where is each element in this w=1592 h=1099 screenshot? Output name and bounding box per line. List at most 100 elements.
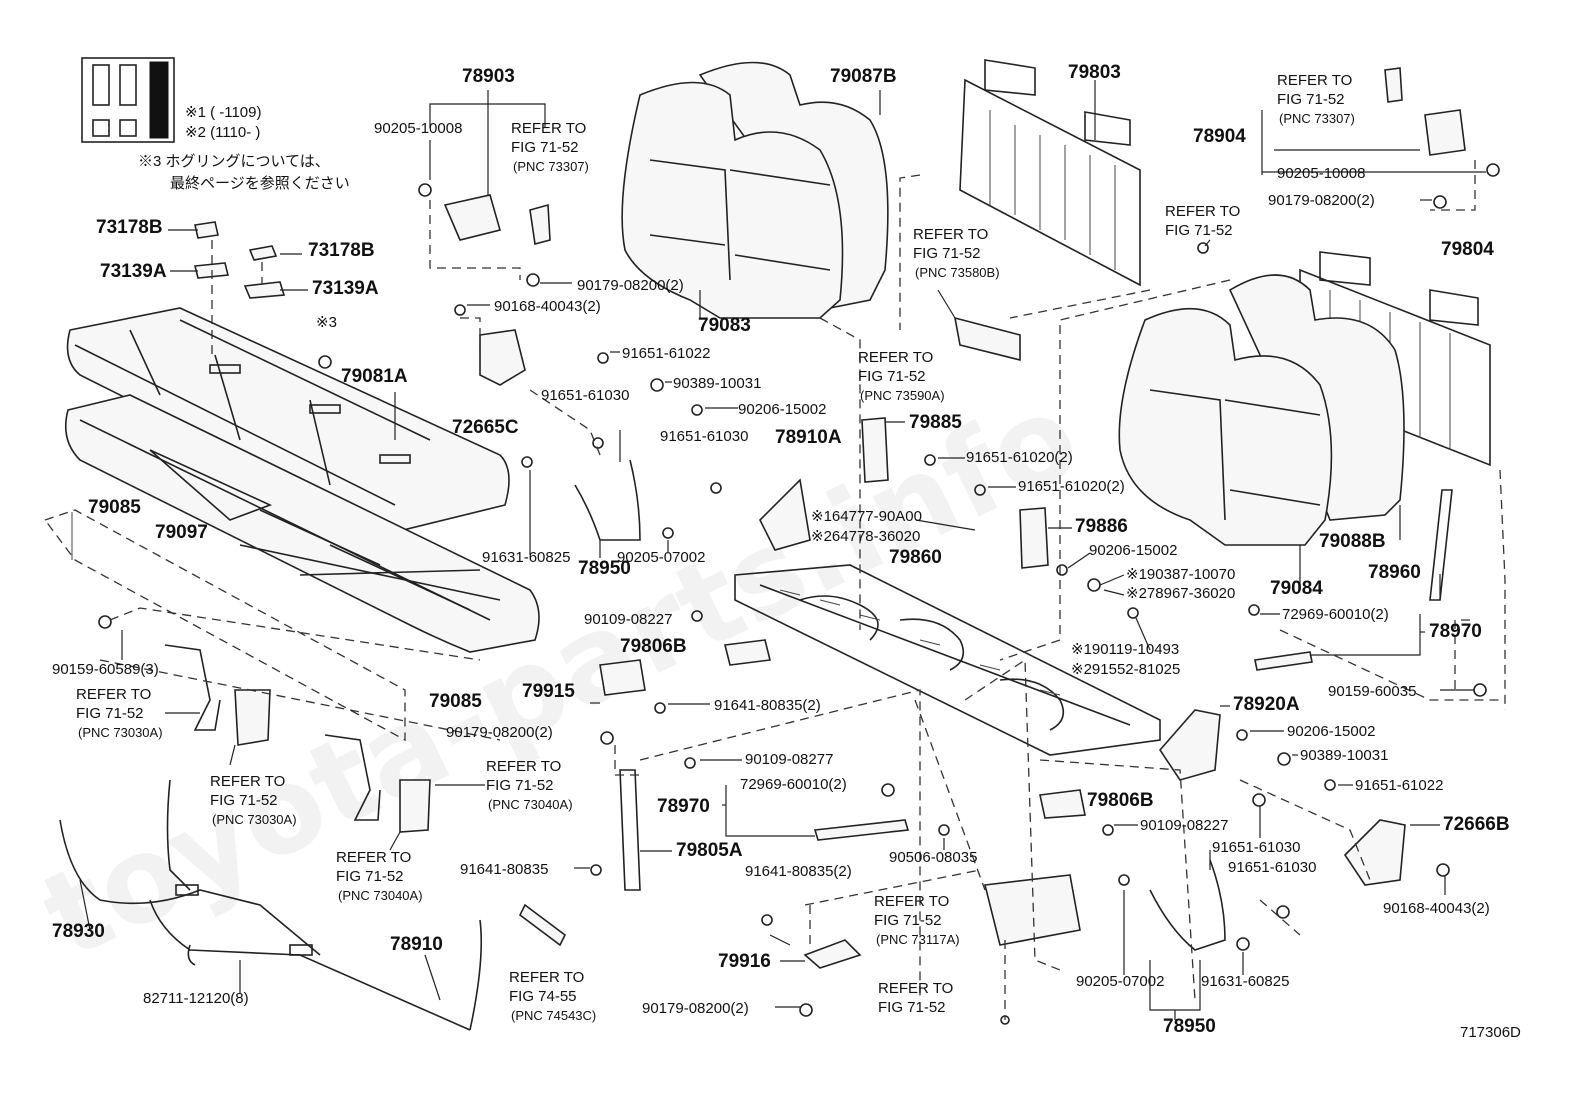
part-label-p79083: 79083: [698, 315, 751, 336]
part-label-p73139Aa: 73139A: [100, 261, 167, 282]
part-label-ref10c: (PNC 73117A): [876, 932, 960, 947]
part-label-ref12b: FIG 71-52: [878, 999, 946, 1016]
part-label-p79085a: 79085: [88, 497, 141, 518]
seat-cushion-79081A-illustration: [66, 307, 510, 533]
part-label-ref7b: FIG 71-52: [486, 777, 554, 794]
part-label-ref12a: REFER TO: [878, 980, 953, 997]
part-label-p90389_10031b: 90389-10031: [1300, 747, 1388, 764]
part-label-ref6c: (PNC 73030A): [78, 725, 163, 740]
part-label-p91651_61030b: 91651-61030: [660, 428, 748, 445]
part-label-p73178Ba: 73178B: [96, 217, 163, 238]
part-label-ref4b: FIG 71-52: [913, 245, 981, 262]
part-label-ref10b: FIG 71-52: [874, 912, 942, 929]
part-label-p72665C: 72665C: [452, 417, 519, 438]
part-label-p90206_15002b: 90206-15002: [1089, 542, 1177, 559]
part-label-p91552: ※291552-81025: [1071, 661, 1180, 678]
part-label-ref2c: (PNC 73307): [1279, 111, 1355, 126]
part-label-ref11b: FIG 74-55: [509, 988, 577, 1005]
part-label-ref1c: (PNC 73307): [513, 159, 589, 174]
part-label-p78970a: 78970: [1429, 621, 1482, 642]
diagram-id: 717306D: [1460, 1024, 1521, 1041]
part-label-p78960: 78960: [1368, 562, 1421, 583]
part-label-p78920A: 78920A: [1233, 694, 1300, 715]
seat-back-79084-illustration: [1118, 307, 1333, 546]
part-label-p91651_61022a: 91651-61022: [622, 345, 710, 362]
part-label-p90109_08227a: 90109-08227: [584, 611, 672, 628]
part-label-ref4c: (PNC 73580B): [915, 265, 1000, 280]
part-label-p78967: ※278967-36020: [1126, 585, 1235, 602]
clip-parts-illustration: [193, 221, 332, 369]
part-label-p78910A: 78910A: [775, 427, 842, 448]
part-label-p91651_61030c: 91651-61030: [1212, 839, 1300, 856]
part-label-p90168_40043a: 90168-40043(2): [494, 298, 601, 315]
legend-note-3b: 最終ページを参照ください: [170, 175, 350, 192]
part-label-p91651_61020b: 91651-61020(2): [1018, 478, 1125, 495]
part-label-ref3a: REFER TO: [1165, 203, 1240, 220]
part-label-p79885: 79885: [909, 412, 962, 433]
part-label-ref1b: FIG 71-52: [511, 139, 579, 156]
part-label-p90168_40043b: 90168-40043(2): [1383, 900, 1490, 917]
part-label-p91641_80835b: 91641-80835: [460, 861, 548, 878]
part-label-ref8a: REFER TO: [210, 773, 285, 790]
legend-note-2: ※2 (1110- ): [185, 124, 260, 141]
cable-78930-illustration: [59, 779, 483, 1031]
part-label-p78910: 78910: [390, 934, 443, 955]
part-label-p90109_08277: 90109-08277: [745, 751, 833, 768]
part-label-p72969a: 72969-60010(2): [1282, 606, 1389, 623]
part-label-ref7a: REFER TO: [486, 758, 561, 775]
legend-box: [81, 57, 175, 143]
part-label-ref5b: FIG 71-52: [858, 368, 926, 385]
legend-note-3a: ※3 ホグリングについては、: [138, 153, 330, 170]
part-label-p79087B: 79087B: [830, 66, 897, 87]
seat-belt-illustration: [164, 644, 431, 833]
part-label-note3: ※3: [316, 314, 337, 331]
part-label-p79806Ba: 79806B: [620, 636, 687, 657]
leader-lines: [79, 80, 1486, 1020]
part-label-p91651_61030d: 91651-61030: [1228, 859, 1316, 876]
part-label-p78970b: 78970: [657, 796, 710, 817]
part-label-p90179_08200b: 90179-08200(2): [577, 277, 684, 294]
part-label-ref7c: (PNC 73040A): [488, 797, 573, 812]
part-label-p90387: ※190387-10070: [1126, 566, 1235, 583]
part-label-p79085b: 79085: [429, 691, 482, 712]
part-label-p79860: 79860: [889, 547, 942, 568]
part-label-p91631_60825a: 91631-60825: [482, 549, 570, 566]
part-label-p79806Bb: 79806B: [1087, 790, 1154, 811]
part-label-p64778: ※264778-36020: [811, 528, 920, 545]
part-label-p79803: 79803: [1068, 62, 1121, 83]
part-label-p79084: 79084: [1270, 578, 1323, 599]
part-label-p79088B: 79088B: [1319, 531, 1386, 552]
part-label-ref5a: REFER TO: [858, 349, 933, 366]
part-label-ref8c: (PNC 73030A): [212, 812, 297, 827]
seat-back-79083-illustration: [621, 81, 844, 319]
part-label-ref6a: REFER TO: [76, 686, 151, 703]
part-label-p64777: ※164777-90A00: [811, 508, 922, 525]
seat-frame-79860-illustration: [734, 564, 1161, 756]
part-label-p90119: ※190119-10493: [1071, 641, 1179, 658]
part-label-p90205_07002a: 90205-07002: [617, 549, 705, 566]
part-label-p91651_61030a: 91651-61030: [541, 387, 629, 404]
part-label-p90205_10008b: 90205-10008: [1277, 165, 1365, 182]
part-label-p79804: 79804: [1441, 239, 1494, 260]
dashed-assembly-lines: [99, 160, 1506, 1020]
part-label-p72969b: 72969-60010(2): [740, 776, 847, 793]
part-label-p90159_60035: 90159-60035: [1328, 683, 1416, 700]
part-label-p90109_08227b: 90109-08227: [1140, 817, 1228, 834]
part-label-p90179_08200a: 90179-08200(2): [1268, 192, 1375, 209]
part-label-p78904: 78904: [1193, 126, 1246, 147]
panel-79097-outline: [43, 509, 406, 742]
part-label-p91641_80835a: 91641-80835(2): [714, 697, 821, 714]
part-label-ref6b: FIG 71-52: [76, 705, 144, 722]
part-label-p78930: 78930: [52, 921, 105, 942]
part-label-p90159_60589: 90159-60589(3): [52, 661, 159, 678]
part-label-ref9c: (PNC 73040A): [338, 888, 423, 903]
part-label-p79915: 79915: [522, 681, 575, 702]
part-label-p90506: 90506-08035: [889, 849, 977, 866]
part-label-ref11a: REFER TO: [509, 969, 584, 986]
part-label-p79886: 79886: [1075, 516, 1128, 537]
part-label-p91631_60825b: 91631-60825: [1201, 973, 1289, 990]
part-label-p90389_10031a: 90389-10031: [673, 375, 761, 392]
part-label-p78950b: 78950: [1163, 1016, 1216, 1037]
part-label-p78950a: 78950: [578, 558, 631, 579]
